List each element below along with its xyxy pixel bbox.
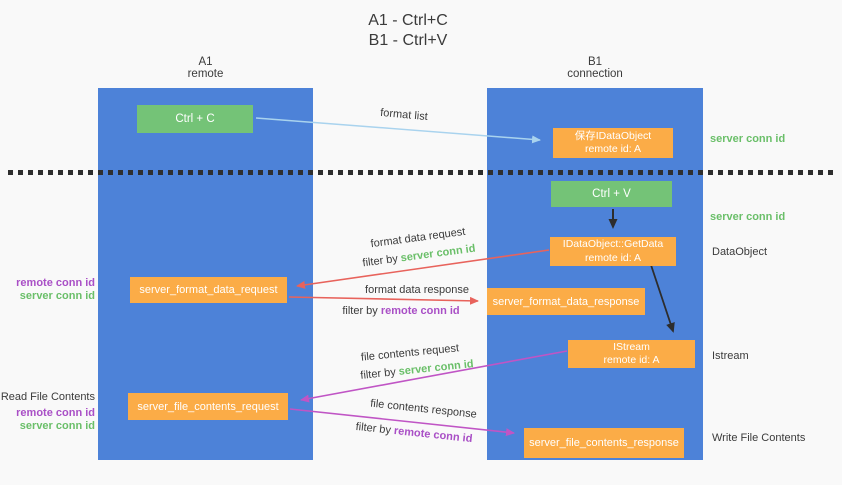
annotation-server-conn-id-mid: server conn id xyxy=(710,211,786,223)
annotation-server-conn-id-top: server conn id xyxy=(710,133,786,145)
node-save-dataobject: 保存IDataObject remote id: A xyxy=(553,128,673,158)
remote-conn-id-text-2: remote conn id xyxy=(393,424,473,446)
node-istream: IStream remote id: A xyxy=(568,340,695,368)
lane-right-role: connection xyxy=(567,68,623,80)
node-istream-line1: IStream xyxy=(613,340,650,353)
arrow-format-data-response xyxy=(288,296,479,305)
node-server-format-data-request: server_format_data_request xyxy=(130,277,287,303)
node-save-dataobject-line2: remote id: A xyxy=(584,143,642,155)
dotted-separator-line xyxy=(8,170,834,175)
annotation-server-conn-id-left-top: server conn id xyxy=(19,290,95,302)
node-ctrl-v-label: Ctrl + V xyxy=(592,188,631,200)
edge-label-file-contents-response: file contents response xyxy=(369,397,478,421)
node-ctrl-c-label: Ctrl + C xyxy=(175,113,215,125)
annotation-remote-conn-id-top: remote conn id xyxy=(16,277,95,289)
node-istream-line2: remote id: A xyxy=(603,354,660,366)
annotation-read-file-contents: Read File Contents xyxy=(0,391,95,403)
lane-right-name: B1 xyxy=(587,56,603,68)
lane-left-role: remote xyxy=(187,68,224,80)
node-getdata: IDataObject::GetData remote id: A xyxy=(550,237,676,266)
title-line-1: A1 - Ctrl+C xyxy=(368,12,448,29)
annotation-server-conn-id-left-bottom: server conn id xyxy=(19,420,95,432)
node-save-dataobject-line1: 保存IDataObject xyxy=(574,129,652,142)
diagram-title: A1 - Ctrl+C B1 - Ctrl+V xyxy=(0,11,816,51)
filter-by-text-4: filter by xyxy=(355,420,392,437)
node-server-file-contents-request: server_file_contents_request xyxy=(128,393,288,420)
edge-label-format-data-response: format data response xyxy=(365,284,469,296)
title-line-2: B1 - Ctrl+V xyxy=(368,32,448,49)
server-conn-id-text-2: server conn id xyxy=(398,358,475,378)
node-getdata-line1: IDataObject::GetData xyxy=(562,238,664,250)
lane-left-name: A1 xyxy=(198,56,213,68)
annotation-data-object: DataObject xyxy=(712,246,768,258)
annotation-istream: Istream xyxy=(712,350,749,362)
filter-by-text-1: filter by xyxy=(361,252,399,270)
node-server-file-contents-request-label: server_file_contents_request xyxy=(137,400,279,413)
node-getdata-line2: remote id: A xyxy=(584,251,642,264)
remote-conn-id-text-1: remote conn id xyxy=(380,305,460,317)
node-ctrl-v: Ctrl + V xyxy=(551,181,672,207)
node-server-file-contents-response-label: server_file_contents_response xyxy=(529,437,679,449)
lane-header-left: A1 remote xyxy=(98,56,313,80)
node-ctrl-c: Ctrl + C xyxy=(137,105,253,133)
lane-header-right: B1 connection xyxy=(487,56,703,80)
node-server-format-data-request-label: server_format_data_request xyxy=(139,284,278,296)
annotation-remote-conn-id-bottom: remote conn id xyxy=(16,407,95,419)
node-server-format-data-response-label: server_format_data_response xyxy=(492,295,640,308)
node-server-file-contents-response: server_file_contents_response xyxy=(524,428,684,458)
node-server-format-data-response: server_format_data_response xyxy=(487,288,645,315)
edge-label-format-list: format list xyxy=(379,106,429,124)
annotation-write-file-contents: Write File Contents xyxy=(712,432,806,444)
server-conn-id-text-1: server conn id xyxy=(399,242,477,265)
filter-by-text-2: filter by xyxy=(342,305,378,317)
filter-by-text-3: filter by xyxy=(359,366,397,382)
